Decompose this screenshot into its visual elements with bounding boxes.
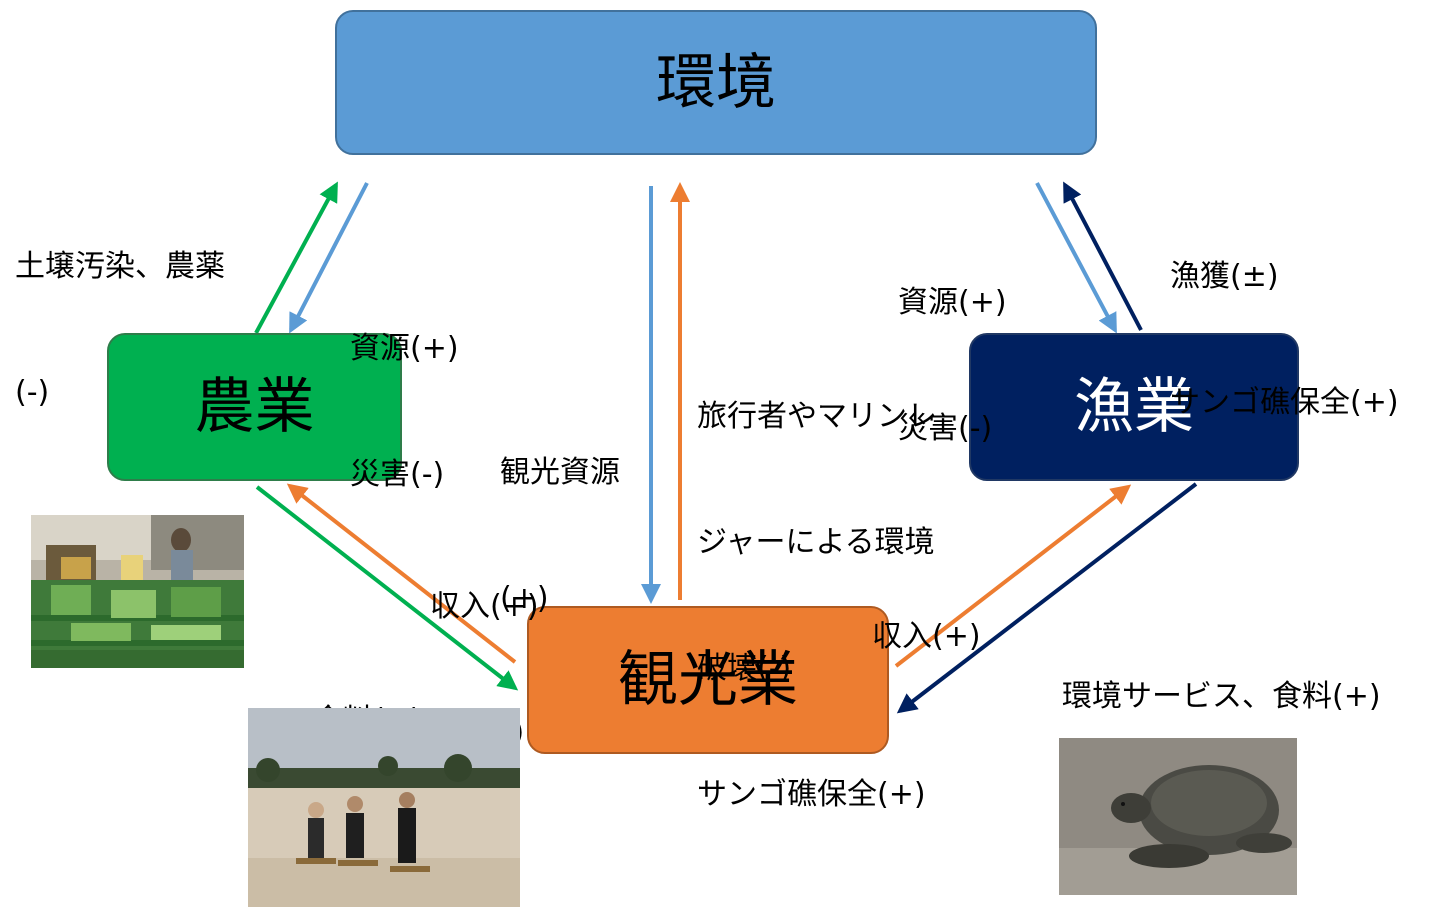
fishery-node: 漁業 [969, 333, 1299, 481]
arrow-fish-to-tour [896, 482, 1198, 714]
agriculture-label: 農業 [194, 372, 315, 442]
arrow-tour-to-agri [286, 483, 517, 664]
label-env-to-tour: 観光資源 (+) [500, 455, 620, 616]
label-env-to-fish: 資源(+) 災害(-) [898, 285, 1007, 446]
tourism-node: 観光業 [527, 606, 889, 754]
arrow-tour-to-fish [894, 484, 1132, 668]
environment-node: 環境 [335, 10, 1097, 155]
label-tour-to-fish: 収入(+) [872, 619, 981, 654]
arrow-env-to-agri [289, 182, 369, 334]
label-fish-to-env: 漁獲(±) サンゴ礁保全(+) [1170, 259, 1399, 420]
beach-musicians-photo [248, 708, 520, 907]
market-photo [31, 515, 244, 668]
agriculture-node: 農業 [107, 333, 402, 481]
label-tour-to-env: 旅行者やマリンレ ジャーによる環境 破壊(-) サンゴ礁保全(+) [697, 399, 937, 812]
sea-turtle-photo [1059, 738, 1297, 895]
environment-label: 環境 [656, 47, 776, 118]
fishery-label: 漁業 [1074, 372, 1194, 442]
arrow-fish-to-env [1063, 181, 1143, 331]
label-agri-to-env: 土壌汚染、農薬 (-) [15, 249, 225, 410]
arrow-agri-to-env [254, 181, 338, 334]
tourism-label: 観光業 [618, 645, 798, 715]
arrow-agri-to-tour [255, 485, 519, 691]
arrow-env-to-fish [1035, 182, 1117, 334]
label-env-to-agri: 資源(+) 災害(-) [350, 331, 459, 492]
